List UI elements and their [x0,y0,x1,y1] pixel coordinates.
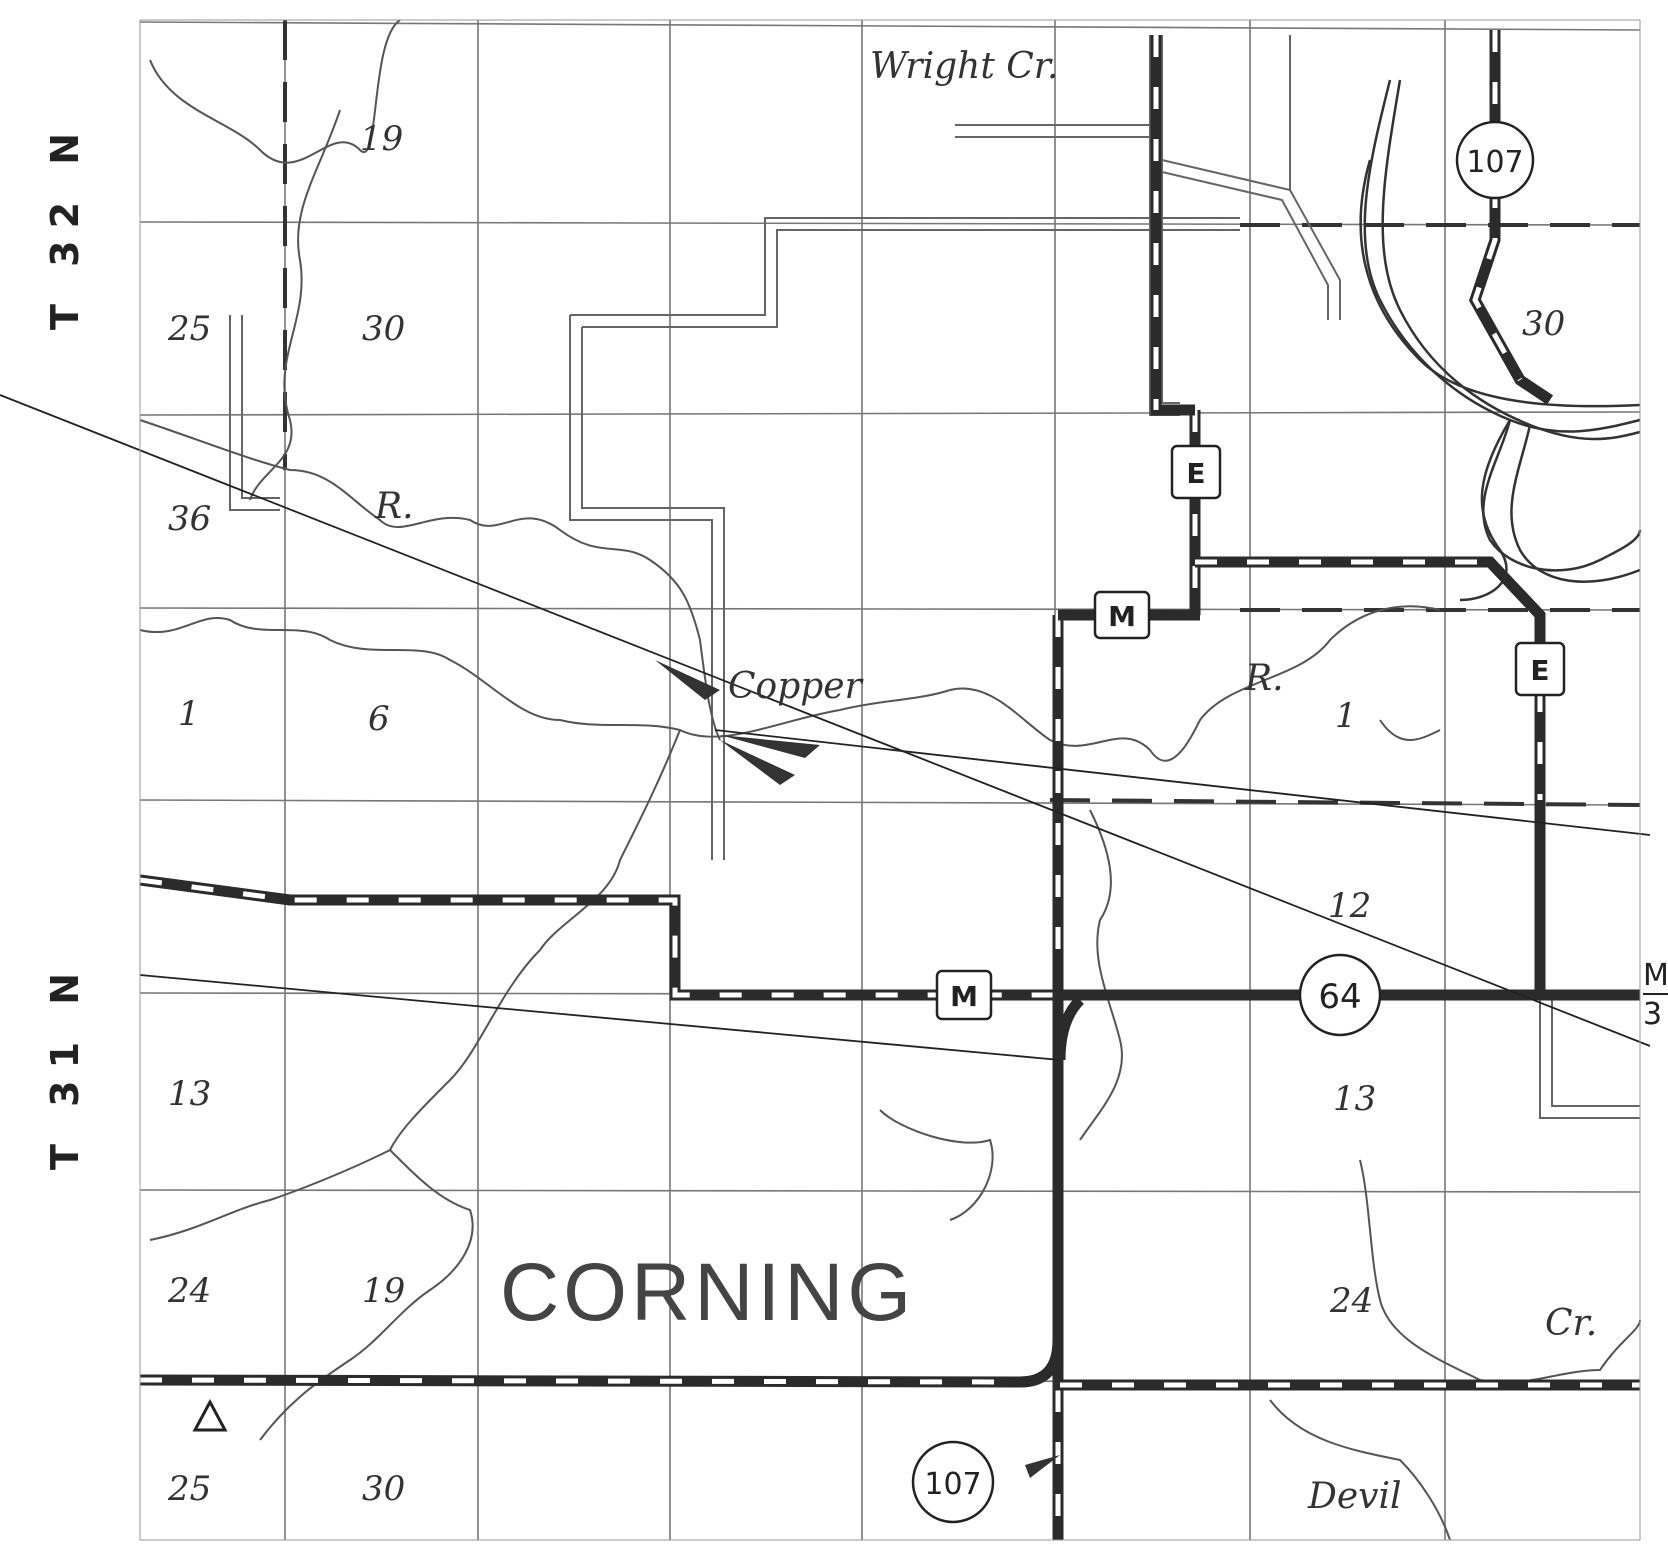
route-box-e-upper: E [1170,444,1222,500]
section-number: 13 [168,1074,211,1114]
range-lines [0,394,1651,1061]
svg-text:107: 107 [924,1467,981,1502]
svg-text:107: 107 [1466,145,1523,180]
section-number: 25 [167,309,211,349]
edge-fragment-label: M 3 [1643,958,1668,1032]
section-number: 12 [1328,886,1371,926]
svg-text:E: E [1186,457,1205,490]
direction-arrows [655,660,1060,1478]
map-frame [139,19,1641,1541]
triangle-icon [192,1398,228,1432]
local-roads [229,35,1640,1119]
section-number: 1 [178,694,200,734]
township-label-north: T 32 N [43,121,87,330]
section-number: 24 [167,1271,211,1311]
section-number: 24 [1329,1281,1373,1321]
route-shield-107-bottom: 107 [911,1440,995,1524]
streams [139,19,1641,1541]
section-number: 13 [1333,1079,1376,1119]
svg-text:M: M [1643,958,1668,993]
label-river-upper: R. [374,486,414,527]
svg-text:64: 64 [1318,977,1361,1017]
section-number: 30 [362,1469,405,1509]
route-shield-107-top: 107 [1455,120,1535,200]
section-number: 30 [362,309,405,349]
river-channels [1359,79,1642,602]
label-wright-creek: Wright Cr. [870,46,1059,87]
label-devil: Devil [1307,1476,1402,1517]
section-number: 19 [360,119,403,159]
route-shield-64: 64 [1298,953,1382,1037]
svg-text:M: M [1108,600,1136,633]
svg-text:3: 3 [1643,997,1662,1032]
svg-text:E: E [1530,654,1549,687]
section-number: 25 [167,1469,211,1509]
label-creek: Cr. [1545,1303,1597,1344]
township-label-south: T 31 N [43,961,87,1170]
section-number: 1 [1335,696,1357,736]
label-copper: Copper [728,666,864,707]
route-box-e-lower: E [1514,641,1566,697]
section-number: 36 [168,499,211,539]
label-river-lower: R. [1244,658,1284,699]
route-box-m-lower: M [935,969,993,1021]
svg-text:M: M [950,980,978,1013]
section-number: 6 [368,699,390,739]
section-number: 30 [1522,304,1565,344]
town-name: CORNING [500,1247,915,1338]
section-number: 19 [362,1271,405,1311]
route-box-m-upper: M [1093,590,1151,640]
